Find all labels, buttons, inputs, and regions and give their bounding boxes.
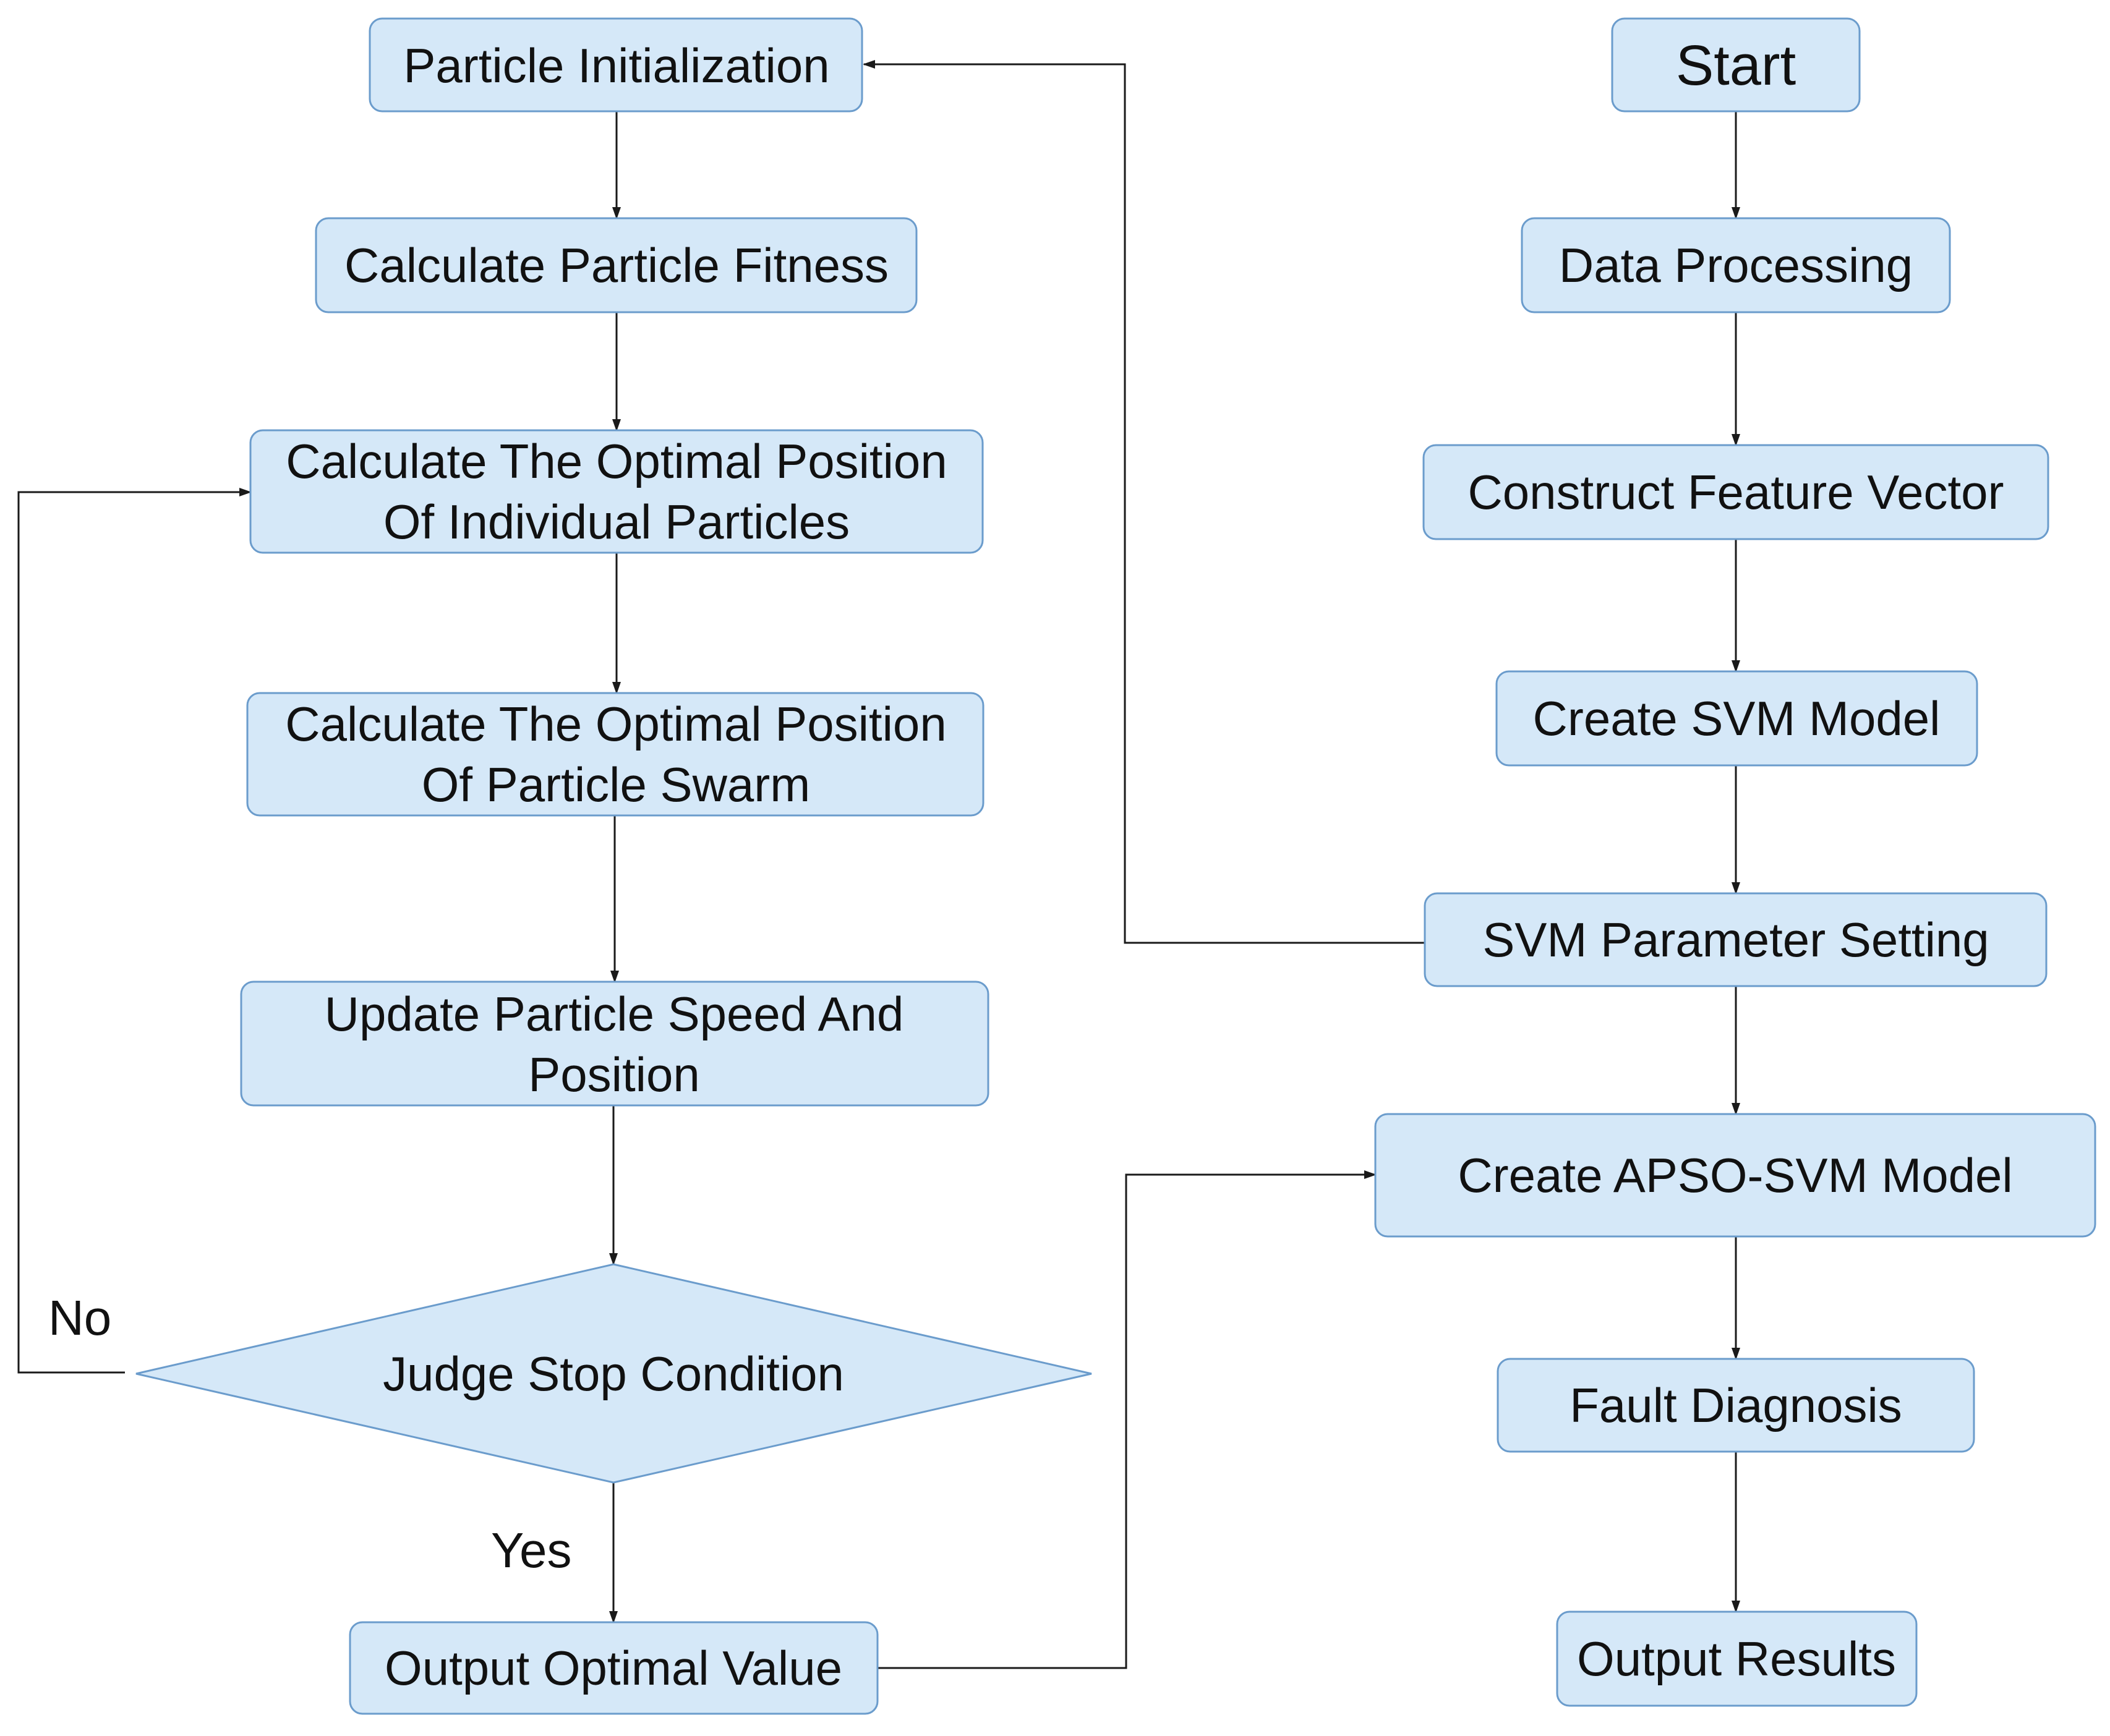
arrow-svm_parameter_setting-to-particle_initialization — [863, 60, 1425, 944]
process-box — [1556, 1610, 1918, 1707]
process-box — [1521, 217, 1951, 313]
process-box — [1611, 17, 1861, 113]
process-box — [249, 429, 984, 554]
node-label-line: Of Individual Particles — [383, 495, 850, 549]
node-label-line: Construct Feature Vector — [1467, 465, 2004, 519]
node-create-apso-svm-model: Create APSO-SVM Model — [1374, 1113, 2096, 1238]
node-label-line: Calculate The Optimal Position — [286, 434, 947, 488]
node-label-line: Output Results — [1577, 1632, 1896, 1686]
node-create-svm-model: Create SVM Model — [1495, 670, 1978, 767]
process-box — [369, 17, 863, 113]
edge-label-yes: Yes — [491, 1523, 572, 1578]
node-label-line: Update Particle Speed And — [325, 987, 904, 1041]
node-label-line: Particle Initialization — [403, 38, 829, 93]
node-label-line: Create SVM Model — [1533, 691, 1941, 746]
node-label-line: Judge Stop Condition — [383, 1347, 844, 1401]
node-label-line: Of Particle Swarm — [422, 757, 810, 812]
node-particle-initialization: Particle Initialization — [369, 17, 863, 113]
node-start: Start — [1611, 17, 1861, 113]
node-label-line: Output Optimal Value — [385, 1641, 842, 1695]
node-judge-stop-condition: Judge Stop Condition — [135, 1263, 1092, 1484]
arrow-judge_stop_condition-to-optimal_position_individual — [17, 488, 252, 1374]
node-fault-diagnosis: Fault Diagnosis — [1497, 1358, 1975, 1453]
process-box — [315, 217, 918, 313]
arrow-output_optimal_value-to-create_apso_svm_model — [878, 1170, 1377, 1669]
process-box — [240, 981, 989, 1107]
edges-layer — [17, 60, 1740, 1669]
node-data-processing: Data Processing — [1521, 217, 1951, 313]
process-box — [1374, 1113, 2096, 1238]
edge-label-no: No — [48, 1290, 111, 1345]
node-calculate-particle-fitness: Calculate Particle Fitness — [315, 217, 918, 313]
node-svm-parameter-setting: SVM Parameter Setting — [1424, 892, 2048, 987]
node-label-line: SVM Parameter Setting — [1482, 913, 1989, 967]
node-label-line: Data Processing — [1559, 238, 1913, 292]
process-box — [1422, 444, 2049, 540]
node-label-line: Calculate Particle Fitness — [344, 238, 889, 292]
node-label-line: Calculate The Optimal Position — [285, 697, 946, 751]
decision-diamond — [135, 1263, 1092, 1484]
node-label-line: Fault Diagnosis — [1570, 1378, 1902, 1432]
node-optimal-position-swarm: Calculate The Optimal Position Of Particl… — [246, 692, 985, 817]
process-box — [1424, 892, 2048, 987]
node-label-line: Position — [528, 1047, 700, 1102]
node-output-results: Output Results — [1556, 1610, 1918, 1707]
process-box — [1497, 1358, 1975, 1453]
process-box — [1495, 670, 1978, 767]
process-box — [349, 1621, 879, 1715]
node-label-line: Start — [1676, 34, 1796, 97]
node-output-optimal-value: Output Optimal Value — [349, 1621, 879, 1715]
node-optimal-position-individual: Calculate The Optimal Position Of Individ… — [249, 429, 984, 554]
node-construct-feature-vector: Construct Feature Vector — [1422, 444, 2049, 540]
node-label-line: Create APSO-SVM Model — [1458, 1148, 2012, 1202]
process-box — [246, 692, 985, 817]
